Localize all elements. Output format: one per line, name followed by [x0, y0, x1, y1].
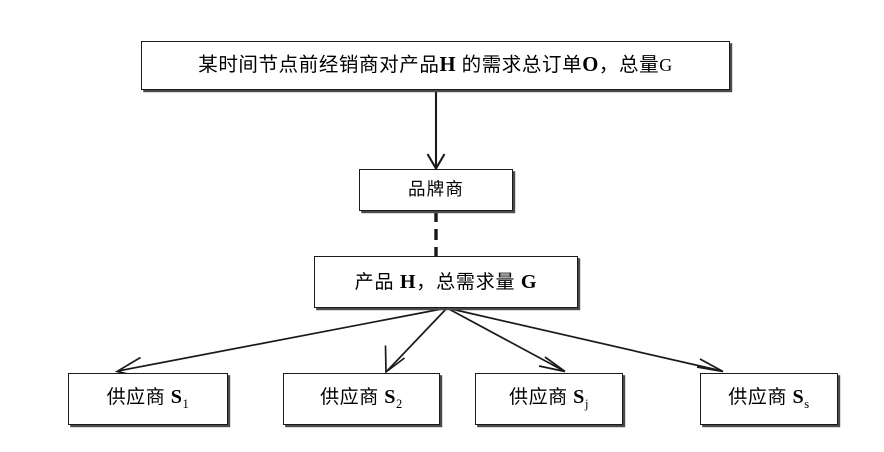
supplier-node-j-label: 供应商 Sj	[508, 386, 590, 411]
variable-o: O	[582, 54, 599, 77]
variable-s: S	[170, 386, 183, 409]
variable-s: S	[792, 386, 805, 409]
supplier-node-1: 供应商 S1	[68, 373, 228, 425]
order-node-label: 某时间节点前经销商对产品H 的需求总订单O，总量G	[198, 54, 673, 77]
connector-product-to-supplier-j	[446, 307, 566, 373]
brand-node-label: 品牌商	[407, 179, 465, 200]
supplier-node-s-label: 供应商 Ss	[728, 386, 810, 411]
product-node: 产品 H，总需求量 G	[314, 256, 578, 308]
product-node-label: 产品 H，总需求量 G	[354, 270, 538, 293]
supplier-node-j: 供应商 Sj	[475, 373, 623, 425]
supplier-node-1-label: 供应商 S1	[106, 386, 190, 411]
supplier-node-2-label: 供应商 S2	[320, 386, 403, 411]
variable-g: G	[520, 270, 538, 293]
connector-product-to-supplier-s	[446, 307, 724, 373]
connector-product-to-supplier-2	[384, 307, 448, 374]
connector-product-to-supplier-1	[114, 307, 448, 379]
variable-h: H	[439, 54, 457, 77]
subscript: s	[804, 397, 810, 411]
subscript: 1	[182, 397, 190, 411]
subscript: j	[584, 397, 590, 411]
connector-order-to-brand	[426, 90, 446, 171]
supplier-node-s: 供应商 Ss	[700, 373, 838, 425]
variable-s: S	[384, 386, 397, 409]
order-node: 某时间节点前经销商对产品H 的需求总订单O，总量G	[141, 41, 730, 90]
brand-node: 品牌商	[359, 169, 513, 211]
variable-s: S	[573, 386, 585, 409]
variable-h: H	[399, 270, 417, 293]
supplier-node-2: 供应商 S2	[283, 373, 440, 425]
subscript: 2	[396, 397, 403, 411]
variable-g: G	[659, 55, 673, 76]
